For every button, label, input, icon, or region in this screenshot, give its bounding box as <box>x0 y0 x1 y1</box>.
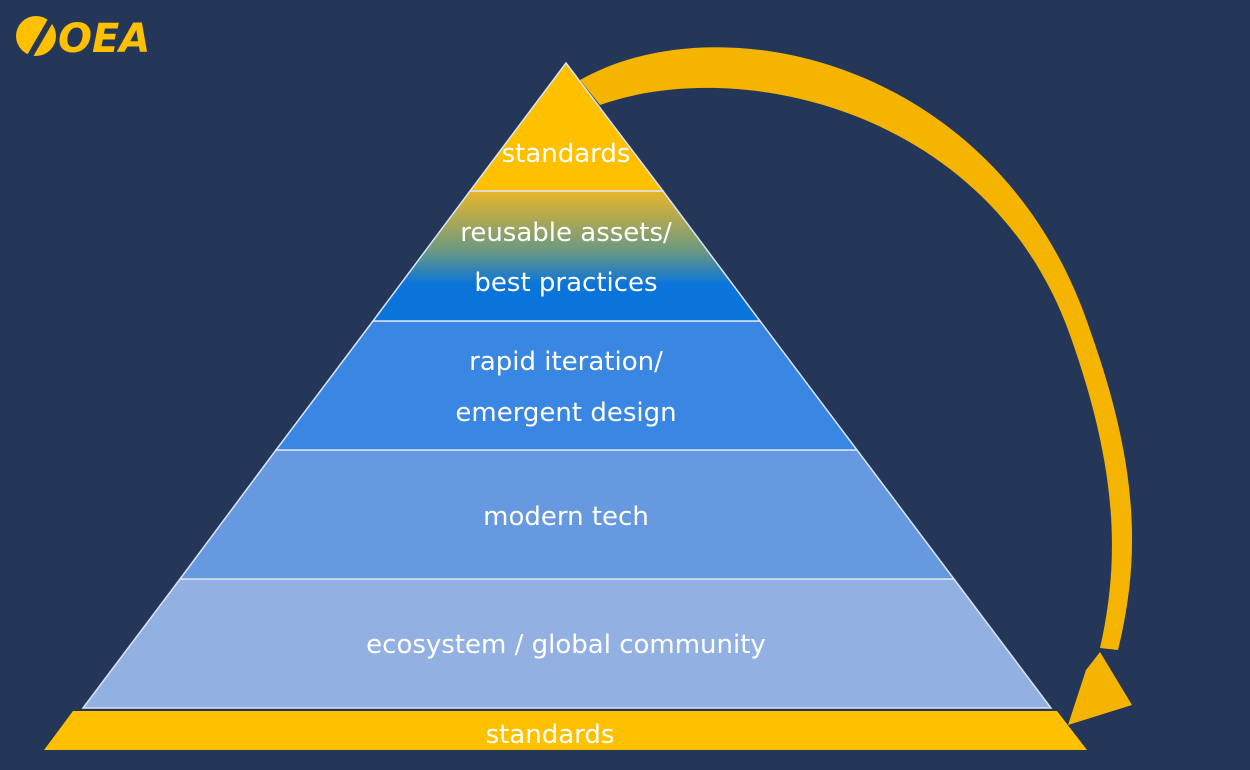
tier-label-reusable-assets: reusable assets/ <box>460 218 672 248</box>
tier-label-standards: standards <box>502 139 631 169</box>
logo-text: OEA <box>58 16 150 62</box>
tier-standards-top <box>468 61 665 192</box>
curved-arrow-icon <box>580 47 1133 725</box>
tier-label-ecosystem: ecosystem / global community <box>366 630 766 660</box>
tier-reusable-assets <box>371 190 762 322</box>
tier-label-best-practices: best practices <box>474 268 657 298</box>
base-standards-bar <box>44 711 1087 750</box>
tier-label-emergent-design: emergent design <box>455 398 676 428</box>
tier-rapid-iteration <box>274 320 859 451</box>
tier-label-modern-tech: modern tech <box>483 502 649 532</box>
tier-label-rapid-iteration: rapid iteration/ <box>469 347 663 377</box>
base-label-standards: standards <box>486 720 615 750</box>
oea-logo: OEA <box>16 16 150 62</box>
